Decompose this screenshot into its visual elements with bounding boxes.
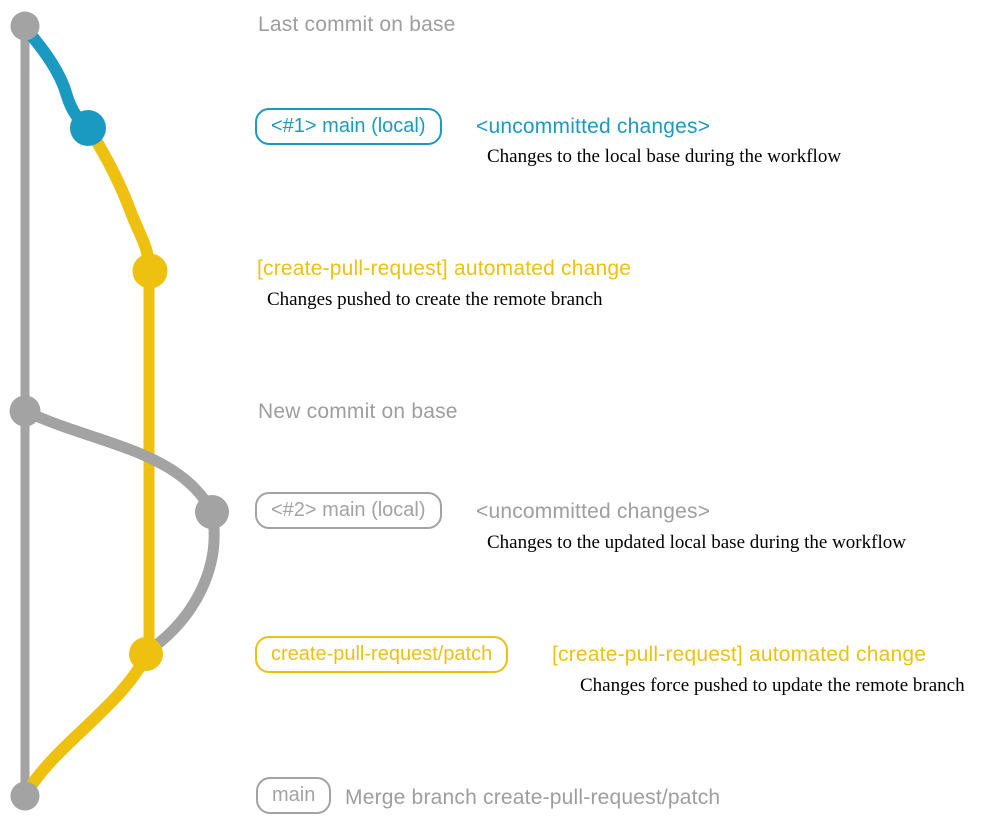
detail-force-pushed-to-update: Changes force pushed to update the remot… xyxy=(580,675,965,696)
commit-graph xyxy=(9,11,229,811)
commit-node-merge xyxy=(10,781,40,811)
heading-automated-change-2: [create-pull-request] automated change xyxy=(552,643,927,666)
patch-merge-curve xyxy=(21,648,153,798)
branch-badge-main-merge: main xyxy=(256,777,332,814)
commit-node-main-2 xyxy=(195,495,229,529)
detail-pushed-to-create: Changes pushed to create the remote bran… xyxy=(267,289,603,310)
detail-updated-local-base-changes: Changes to the updated local base during… xyxy=(487,532,906,553)
branch-badge-main-2: <#2> main (local) xyxy=(255,492,442,529)
updated-main-branch-curve xyxy=(19,405,218,518)
heading-automated-change-1: [create-pull-request] automated change xyxy=(257,257,632,280)
heading-uncommitted-changes-1: <uncommitted changes> xyxy=(476,115,711,138)
branch-badge-main-1: <#1> main (local) xyxy=(255,108,442,145)
commit-node-new-base xyxy=(9,395,41,427)
branch-badge-patch: create-pull-request/patch xyxy=(255,636,509,673)
commit-node-patch-2 xyxy=(129,637,163,671)
heading-uncommitted-changes-2: <uncommitted changes> xyxy=(476,500,711,523)
updated-main-to-patch-curve xyxy=(141,506,220,658)
label-last-commit-on-base: Last commit on base xyxy=(258,13,456,36)
commit-node-main-1 xyxy=(70,110,106,146)
label-merge-branch: Merge branch create-pull-request/patch xyxy=(345,786,721,809)
detail-local-base-changes: Changes to the local base during the wor… xyxy=(487,146,842,167)
patch-branch-curve-upper xyxy=(82,122,155,277)
commit-node-last-base xyxy=(10,11,40,41)
label-new-commit-on-base: New commit on base xyxy=(258,400,458,423)
commit-node-patch-1 xyxy=(132,253,168,289)
